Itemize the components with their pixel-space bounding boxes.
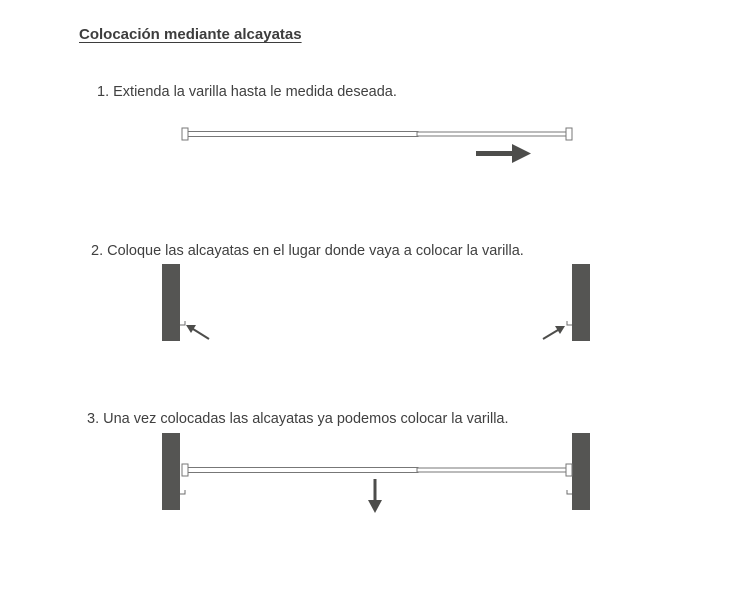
wall-left (162, 264, 180, 341)
step-2-text: 2. Coloque las alcayatas en el lugar don… (91, 243, 524, 259)
pointer-arrow-left-icon (186, 325, 210, 340)
extended-rod (181, 127, 573, 141)
extend-arrow-icon (476, 144, 531, 163)
step-3-text: 3. Una vez colocadas las alcayatas ya po… (87, 411, 509, 427)
hook-left-icon (180, 321, 186, 326)
pointer-arrow-right-icon (542, 326, 565, 340)
step-3-figure (162, 433, 590, 513)
mounted-rod (181, 463, 573, 477)
wall-right (572, 433, 590, 510)
rod-end-cap-left (181, 127, 189, 141)
rod-end-cap-right (565, 127, 573, 141)
rod-outer-tube (416, 131, 568, 137)
step-1-text: 1. Extienda la varilla hasta le medida d… (97, 84, 397, 100)
step-2-figure (162, 264, 590, 341)
wall-left (162, 433, 180, 510)
hook-left-lower-icon (180, 490, 186, 495)
wall-right (572, 264, 590, 341)
rod-end-cap-right (565, 463, 573, 477)
rod-inner-tube (187, 467, 419, 473)
step-1-figure (181, 127, 573, 163)
hook-right-icon (566, 321, 572, 326)
rod-end-cap-left (181, 463, 189, 477)
rod-inner-tube (187, 131, 419, 137)
hook-right-lower-icon (566, 490, 572, 495)
page-title: Colocación mediante alcayatas (79, 26, 302, 43)
rod-outer-tube (416, 467, 568, 473)
down-arrow-icon (368, 479, 382, 513)
